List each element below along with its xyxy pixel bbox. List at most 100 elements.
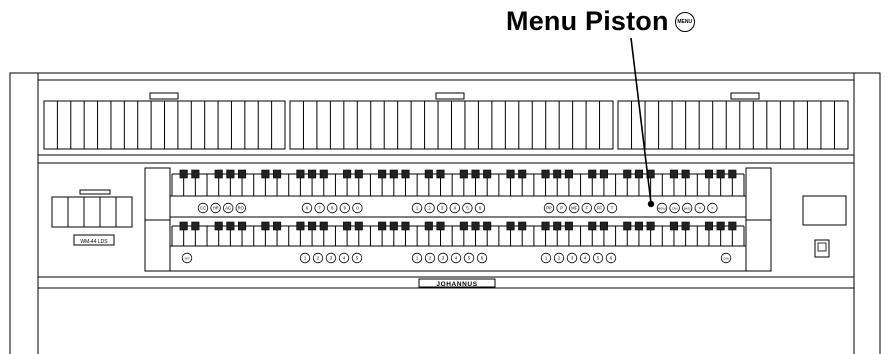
black-key <box>191 221 200 231</box>
piston-label: FF <box>597 206 603 211</box>
piston-dynamics-p[interactable] <box>556 202 567 214</box>
black-key <box>471 221 480 231</box>
piston-swell-4[interactable] <box>338 252 350 264</box>
black-key <box>296 169 305 179</box>
piston-label: < <box>699 206 702 211</box>
piston-general-3[interactable] <box>566 252 578 264</box>
piston-label: CAN <box>723 257 729 261</box>
piston-cancel-can[interactable] <box>720 252 732 264</box>
piston-functions-<[interactable] <box>694 202 706 214</box>
piston-label: F <box>586 206 589 211</box>
callout-label: Menu Piston <box>506 5 669 36</box>
piston-great-6[interactable] <box>474 202 486 214</box>
piston-general-4[interactable] <box>579 252 591 264</box>
piston-great-2[interactable] <box>424 252 436 264</box>
piston-label: 7 <box>318 206 321 211</box>
piston-functions-bass[interactable] <box>682 202 693 214</box>
black-key <box>728 221 737 231</box>
piston-general-1[interactable] <box>540 252 552 264</box>
piston-swell-8[interactable] <box>327 202 338 214</box>
piston-label: 3 <box>571 256 574 261</box>
piston-label: AC <box>225 206 231 211</box>
callout-leader-line <box>630 37 652 204</box>
piston-general-ac[interactable] <box>222 202 234 214</box>
piston-swell-0[interactable] <box>352 202 363 214</box>
piston-great-3[interactable] <box>437 202 448 214</box>
piston-great-5[interactable] <box>463 252 475 264</box>
piston-dynamics-mf[interactable] <box>569 202 580 214</box>
piston-swell-9[interactable] <box>339 202 351 214</box>
piston-label: MF <box>571 206 577 211</box>
piston-great-5[interactable] <box>462 202 473 214</box>
piston-label: 2 <box>317 256 320 261</box>
piston-general-6[interactable] <box>605 252 617 264</box>
black-key <box>354 169 363 179</box>
piston-label: SET <box>184 257 189 261</box>
black-key <box>261 221 270 231</box>
black-key <box>518 169 527 179</box>
black-key <box>308 221 317 231</box>
black-key <box>588 169 597 179</box>
black-key <box>646 221 655 231</box>
menu-badge-text: MENU <box>677 19 693 25</box>
model-plate <box>73 234 115 246</box>
piston-great-1[interactable] <box>411 252 423 264</box>
black-key <box>273 221 282 231</box>
black-key <box>553 221 562 231</box>
black-key <box>599 169 608 179</box>
piston-label: 6 <box>610 256 613 261</box>
piston-swell-7[interactable] <box>314 202 325 214</box>
black-key <box>226 169 235 179</box>
black-key <box>564 169 573 179</box>
black-key <box>541 169 550 179</box>
piston-dynamics-t[interactable] <box>606 202 618 214</box>
black-key <box>471 169 480 179</box>
black-key <box>518 221 527 231</box>
piston-dynamics-ff[interactable] <box>594 202 605 214</box>
callout-target-dot <box>647 200 655 208</box>
piston-swell-5[interactable] <box>351 252 363 264</box>
piston-general-2[interactable] <box>553 252 565 264</box>
black-key <box>623 169 632 179</box>
menu-piston-callout: Menu Piston MENU <box>506 4 695 38</box>
piston-general-hr[interactable] <box>210 202 221 214</box>
piston-functions-can[interactable] <box>669 202 680 214</box>
piston-great-2[interactable] <box>424 202 435 214</box>
piston-functions->[interactable] <box>707 202 718 214</box>
piston-label: 3 <box>442 256 445 261</box>
black-key <box>179 169 188 179</box>
piston-great-3[interactable] <box>437 252 449 264</box>
black-key <box>681 221 690 231</box>
piston-functions-menu[interactable] <box>656 202 668 214</box>
black-key <box>343 221 352 231</box>
piston-label: HR <box>213 206 219 211</box>
piston-swell-6[interactable] <box>301 202 313 214</box>
black-key <box>704 221 714 231</box>
piston-great-6[interactable] <box>476 252 488 264</box>
black-key <box>506 169 515 179</box>
piston-swell-2[interactable] <box>312 252 324 264</box>
black-key <box>669 169 678 179</box>
piston-label: 1 <box>416 256 419 261</box>
piston-dynamics-pp[interactable] <box>543 202 555 214</box>
black-key <box>424 169 433 179</box>
black-key <box>541 221 550 231</box>
piston-label: 1 <box>545 256 548 261</box>
piston-great-4[interactable] <box>449 202 461 214</box>
piston-great-1[interactable] <box>411 202 423 214</box>
piston-dynamics-f[interactable] <box>581 202 593 214</box>
piston-great-4[interactable] <box>450 252 462 264</box>
right-rocker-switch <box>814 239 830 258</box>
piston-set-set[interactable] <box>181 252 193 264</box>
piston-swell-1[interactable] <box>299 252 311 264</box>
piston-swell-3[interactable] <box>325 252 337 264</box>
piston-general-ro[interactable] <box>235 202 247 214</box>
piston-general-cc[interactable] <box>197 202 209 214</box>
piston-label: 4 <box>455 256 458 261</box>
piston-label: 9 <box>344 206 347 211</box>
black-key <box>483 169 492 179</box>
black-key <box>634 169 643 179</box>
black-key <box>728 169 737 179</box>
piston-general-5[interactable] <box>592 252 604 264</box>
model-label: WM-44 LDS <box>80 239 108 245</box>
